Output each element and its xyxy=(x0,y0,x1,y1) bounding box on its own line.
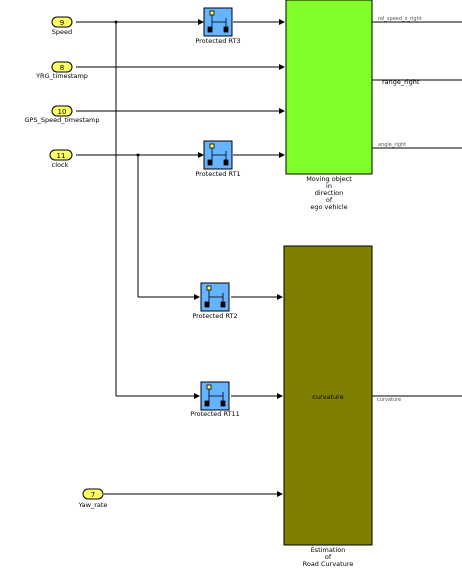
rate-transition-rt1[interactable]: Protected RT1 xyxy=(195,140,241,178)
rate-transition-label: Protected RT11 xyxy=(190,410,239,418)
moving-object-subsystem[interactable]: rel_speed_x_right range_right angle_righ… xyxy=(285,0,422,211)
svg-text:of: of xyxy=(325,553,332,561)
road-curvature-subsystem[interactable]: curvature curvature Estimation of Road C… xyxy=(283,245,401,568)
road-block-caption: Estimation of Road Curvature xyxy=(303,546,354,568)
inport-number: 9 xyxy=(60,19,64,27)
rate-transition-label: Protected RT1 xyxy=(195,170,240,178)
inport-number: 7 xyxy=(91,491,95,499)
inport-number: 11 xyxy=(57,152,66,160)
inport-clock[interactable]: 11 clock xyxy=(49,149,73,169)
inport-label: Yaw_rate xyxy=(78,501,108,509)
inport-label: GPS_Speed_timestamp xyxy=(24,116,99,124)
inport-label: Speed xyxy=(52,28,72,36)
branch-point-clock xyxy=(136,153,140,157)
svg-text:Estimation: Estimation xyxy=(311,546,346,554)
road-block-inner-label: curvature xyxy=(312,393,343,401)
inport-number: 10 xyxy=(58,108,67,116)
output-label-angle: angle_right xyxy=(378,142,406,148)
rate-transition-icon xyxy=(204,384,226,407)
inport-gps-speed-timestamp[interactable]: 10 GPS_Speed_timestamp xyxy=(24,105,100,124)
output-label-range: range_right xyxy=(382,78,420,86)
svg-text:of: of xyxy=(326,196,333,204)
rate-transition-label: Protected RT3 xyxy=(195,37,240,45)
inport-yaw-rate[interactable]: 7 Yaw_rate xyxy=(78,488,108,509)
output-label-curvature: curvature xyxy=(377,397,401,403)
inport-yrg-timestamp[interactable]: 8 YRG_timestamp xyxy=(35,61,88,80)
rate-transition-rt11[interactable]: Protected RT11 xyxy=(190,381,240,418)
rate-transition-label: Protected RT2 xyxy=(192,312,237,320)
rate-transition-icon xyxy=(207,143,229,166)
inport-label: YRG_timestamp xyxy=(35,72,88,80)
svg-text:ego vehicle: ego vehicle xyxy=(310,203,347,211)
moving-block-caption: Moving object in direction of ego vehicl… xyxy=(306,175,352,211)
rate-transition-rt2[interactable]: Protected RT2 xyxy=(192,282,238,320)
svg-text:direction: direction xyxy=(315,189,344,197)
output-label-rel-speed: rel_speed_x_right xyxy=(378,16,422,22)
signal-lines xyxy=(76,19,462,497)
inport-number: 8 xyxy=(60,64,64,72)
rate-transition-rt3[interactable]: Protected RT3 xyxy=(195,7,241,45)
svg-text:Moving object: Moving object xyxy=(306,175,352,183)
rate-transition-icon xyxy=(204,285,226,308)
rate-transition-icon xyxy=(207,10,229,33)
inport-label: clock xyxy=(52,161,69,169)
svg-text:Road Curvature: Road Curvature xyxy=(303,560,354,568)
branch-point-speed xyxy=(114,20,118,24)
svg-text:in: in xyxy=(326,182,332,190)
inport-speed[interactable]: 9 Speed xyxy=(51,16,73,36)
